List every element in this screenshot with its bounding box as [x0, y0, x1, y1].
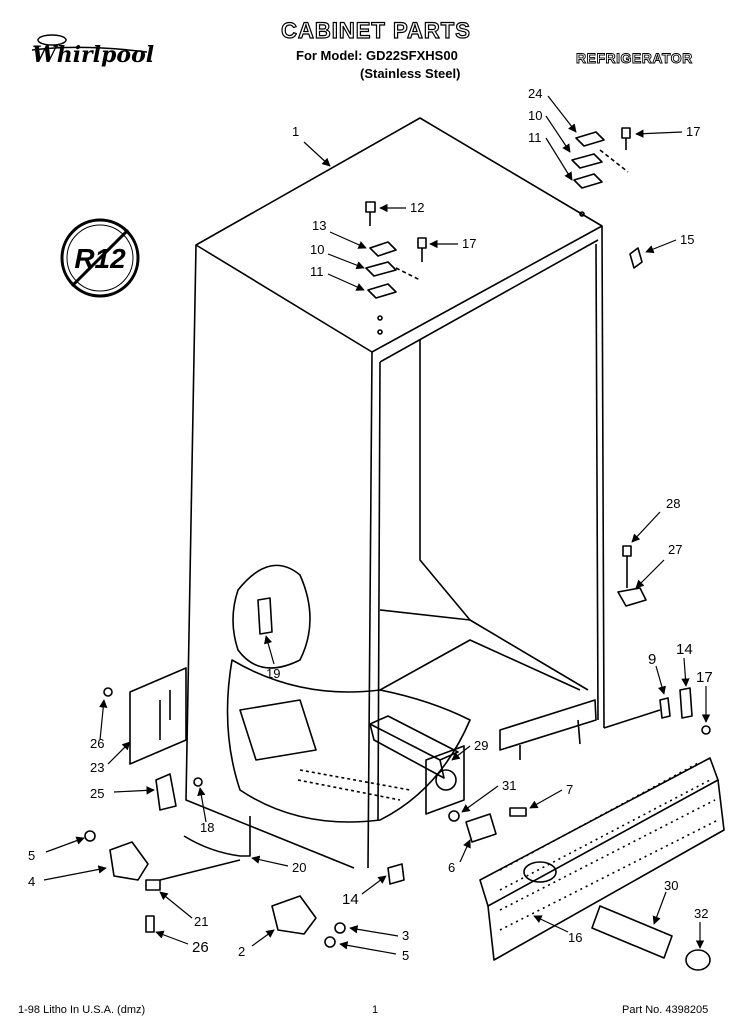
callout-13: 13: [312, 218, 326, 233]
callout-14-lower: 14: [342, 891, 359, 908]
right-kick-bracket: [603, 687, 711, 735]
callout-7: 7: [566, 782, 573, 797]
part-26-screw-lower: [145, 915, 155, 933]
callout-5-bottom: 5: [402, 948, 409, 963]
callout-12: 12: [410, 200, 424, 215]
footer-part-number: Part No. 4398205: [622, 1004, 709, 1016]
callout-11-lower: 11: [310, 264, 324, 279]
r12-badge-icon: [60, 218, 140, 298]
callout-17-upper: 17: [686, 124, 700, 139]
part-29-duct: [369, 715, 465, 815]
whirlpool-logo: Whirlpool: [22, 30, 155, 74]
callout-21: 21: [194, 914, 208, 929]
callout-15: 15: [680, 232, 694, 247]
footer-page-number: 1: [372, 1004, 379, 1016]
cabinet-body: [185, 117, 605, 869]
callout-11-upper: 11: [528, 130, 542, 145]
callout-31: 31: [502, 778, 516, 793]
part-6-clip: [465, 813, 497, 843]
callout-19: 19: [266, 666, 280, 681]
part-30-cylinder: [591, 905, 673, 959]
part-15-clip: [629, 247, 643, 269]
part-2-bracket: [271, 895, 317, 935]
callout-14-right: 14: [676, 641, 693, 658]
callout-18: 18: [200, 820, 214, 835]
logo-swoosh-icon: [31, 34, 148, 53]
callout-1: 1: [292, 124, 299, 139]
part-3-screw: [334, 922, 346, 934]
rear-access-panel: [103, 667, 187, 765]
callout-3: 3: [402, 928, 409, 943]
lower-right-bracket: [617, 545, 647, 607]
callout-27: 27: [668, 542, 682, 557]
lower-hinge-assembly: [365, 201, 427, 335]
callout-10-upper: 10: [528, 108, 542, 123]
upper-hinge-assembly: [571, 127, 631, 217]
callout-29: 29: [474, 738, 488, 753]
r12-badge-text: R12: [74, 243, 126, 274]
callout-25: 25: [90, 786, 104, 801]
callout-26-lower: 26: [192, 939, 209, 956]
callout-4: 4: [28, 874, 35, 889]
model-number: For Model: GD22SFXHS00: [296, 48, 458, 63]
callout-32: 32: [694, 906, 708, 921]
callout-23: 23: [90, 760, 104, 775]
callout-9: 9: [648, 651, 656, 668]
part-16-grille: [479, 757, 725, 961]
callout-5-left: 5: [28, 848, 35, 863]
callout-17-right: 17: [696, 669, 713, 686]
part-31-screw: [448, 810, 460, 822]
part-4-bracket: [109, 841, 149, 881]
page-title: CABINET PARTS: [280, 17, 471, 43]
callout-20: 20: [292, 860, 306, 875]
part-5-screw-bottom: [324, 936, 336, 948]
part-32-knob: [685, 949, 711, 971]
callout-17-mid: 17: [462, 236, 476, 251]
part-21-clip: [145, 879, 161, 891]
callout-10-lower: 10: [310, 242, 324, 257]
brand-name: Whirlpool: [32, 42, 155, 68]
part-5-screw-left: [84, 830, 96, 842]
callout-2: 2: [238, 944, 245, 959]
callout-6: 6: [448, 860, 455, 875]
callout-24: 24: [528, 86, 542, 101]
insulation-blob: [226, 564, 471, 823]
finish-label: (Stainless Steel): [360, 66, 461, 81]
part-20-tube: [183, 816, 251, 857]
callout-28: 28: [666, 496, 680, 511]
product-type: REFRIGERATOR: [576, 50, 693, 67]
callout-30: 30: [664, 878, 678, 893]
footer-litho: 1-98 Litho In U.S.A. (dmz): [18, 1004, 146, 1016]
callout-26-upper: 26: [90, 736, 104, 751]
part-7-fastener: [509, 807, 527, 817]
part-18-screw: [193, 777, 203, 787]
part-25-bracket: [155, 773, 177, 811]
callout-16: 16: [568, 930, 582, 945]
part-14-clip-lower: [387, 863, 405, 885]
